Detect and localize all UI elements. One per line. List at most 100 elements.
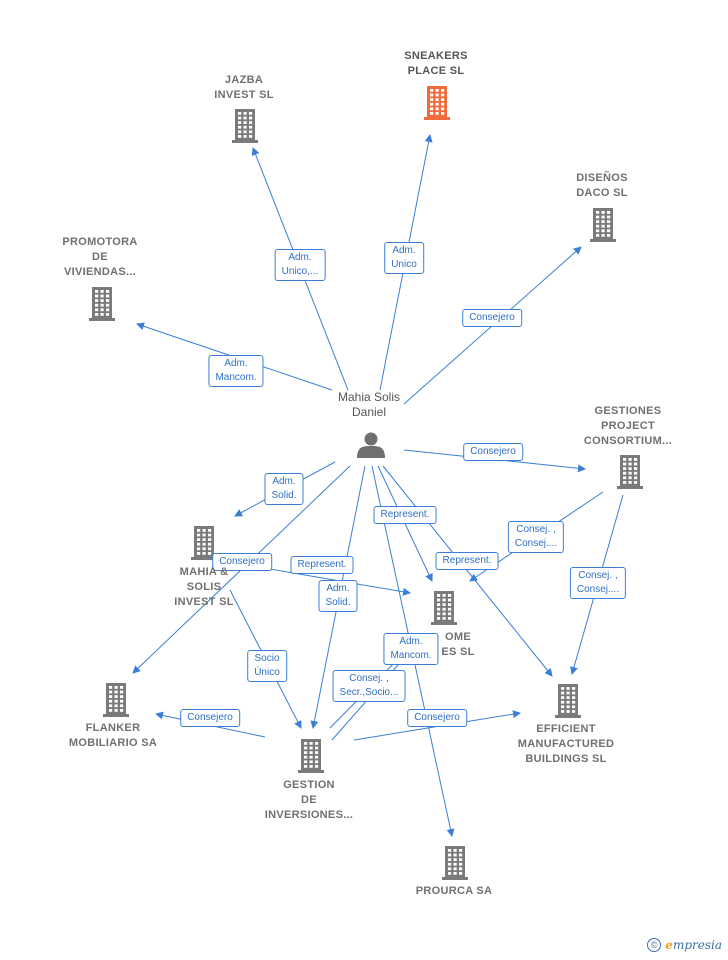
building-icon[interactable] <box>89 287 115 321</box>
node-label-line: GESTIONES <box>594 405 662 417</box>
node-label-line: DE <box>301 794 317 806</box>
node-label-line: DISEÑOS <box>576 172 628 184</box>
node-label-line: MOBILIARIO SA <box>68 737 158 749</box>
node-label-line: PROJECT <box>600 420 656 432</box>
node-label-line: MANUFACTURED <box>517 738 615 750</box>
edge-label-line: Consej.... <box>514 538 558 549</box>
building-icon[interactable] <box>103 683 129 717</box>
brand-logo: empresia <box>665 938 722 952</box>
node-label-line: DE <box>92 251 108 263</box>
node-label-line: OME <box>445 631 471 643</box>
edge-label-gestiones-to-efficient[interactable]: Consej. , Consej.... <box>569 567 627 599</box>
edge-label-mahiainvest-to-home[interactable]: Represent. <box>290 556 354 574</box>
edge-label-mahia-to-efficient[interactable]: Represent. <box>435 552 499 570</box>
edge-label-line: Represent. <box>442 555 492 566</box>
edge-label-mahia-to-promotora[interactable]: Adm. Mancom. <box>208 355 264 387</box>
node-label-line: SNEAKERS <box>404 50 468 62</box>
node-label-home[interactable]: OME ES SL <box>441 630 474 660</box>
node-label-line: JAZBA <box>224 74 264 86</box>
edge-label-line: Consejero <box>187 712 233 723</box>
building-icon[interactable] <box>617 455 643 489</box>
building-icon[interactable] <box>298 739 324 773</box>
node-label-line: ES SL <box>441 646 475 658</box>
edge-label-mahia-to-disenos[interactable]: Consejero <box>462 309 522 327</box>
edge-label-line: Adm. <box>224 358 248 369</box>
edge-mahia-to-efficient <box>382 465 553 677</box>
edge-label-mahia-to-gestiones[interactable]: Consejero <box>463 443 523 461</box>
node-label-line: Mahia Solis <box>337 390 401 404</box>
icons-layer <box>89 86 643 880</box>
edge-label-mahia-to-gestion[interactable]: Adm. Solid. <box>318 580 358 612</box>
person-icon[interactable] <box>357 432 385 459</box>
edge-label-line: Adm. <box>272 476 296 487</box>
edge-label-line: Solid. <box>271 490 297 501</box>
edge-label-line: Adm. <box>392 245 416 256</box>
node-label-line: SOLIS <box>186 581 222 593</box>
building-icon[interactable] <box>555 684 581 718</box>
edge-label-mahia-to-flanker[interactable]: Consejero <box>212 553 272 571</box>
building-icon-highlight[interactable] <box>424 86 450 120</box>
edge-label-line: Socio <box>254 653 280 664</box>
edge-label-mahia-to-mahiainvest[interactable]: Adm. Solid. <box>264 473 304 505</box>
node-label-line: VIVIENDAS... <box>63 266 137 278</box>
copyright-icon: © <box>647 938 662 952</box>
edge-label-gestion-to-home[interactable]: Consej. , Secr.,Socio... <box>332 670 406 702</box>
node-label-line: PLACE SL <box>407 65 465 77</box>
node-label-flanker[interactable]: FLANKER MOBILIARIO SA <box>69 721 157 751</box>
edge-label-line: Consej.... <box>576 584 620 595</box>
node-label-line: DACO SL <box>576 187 628 199</box>
node-label-promotora[interactable]: PROMOTORA DE VIVIENDAS... <box>62 235 137 280</box>
edge-label-gestion-to-flanker[interactable]: Consejero <box>180 709 240 727</box>
edge-label-line: Secr.,Socio... <box>339 687 399 698</box>
node-label-line: PROURCA SA <box>415 885 493 897</box>
node-label-line: CONSORTIUM... <box>583 435 673 447</box>
node-label-line: Daniel <box>351 405 387 419</box>
node-label-line: FLANKER <box>85 722 141 734</box>
building-icon[interactable] <box>431 591 457 625</box>
building-icon[interactable] <box>442 846 468 880</box>
edge-label-line: Consejero <box>469 312 515 323</box>
node-label-sneakers[interactable]: SNEAKERS PLACE SL <box>404 49 468 79</box>
edge-label-line: Consej. , <box>516 524 556 535</box>
node-label-line: INVEST SL <box>174 596 234 608</box>
edge-label-line: Consejero <box>219 556 265 567</box>
edge-label-line: Adm. <box>399 636 423 647</box>
node-label-line: PROMOTORA <box>62 236 138 248</box>
node-label-jazba[interactable]: JAZBA INVEST SL <box>214 73 274 103</box>
building-icon[interactable] <box>590 208 616 242</box>
node-label-line: BUILDINGS SL <box>525 753 607 765</box>
edge-label-mahia-to-home[interactable]: Represent. <box>373 506 437 524</box>
edge-label-gestion-to-prourca[interactable]: Adm. Mancom. <box>383 633 439 665</box>
edge-label-line: Único <box>254 667 280 678</box>
edge-label-gestiones-to-home[interactable]: Consej. , Consej.... <box>507 521 565 553</box>
edge-label-line: Mancom. <box>390 650 432 661</box>
node-label-efficient[interactable]: EFFICIENT MANUFACTURED BUILDINGS SL <box>518 722 614 767</box>
node-label-line: INVERSIONES... <box>264 809 354 821</box>
node-label-line: EFFICIENT <box>536 723 596 735</box>
node-label-line: MAHIA & <box>179 566 229 578</box>
edge-label-line: Unico <box>391 259 417 270</box>
building-icon[interactable] <box>232 109 258 143</box>
edge-label-line: Solid. <box>325 597 351 608</box>
edge-label-line: Consej. , <box>349 673 389 684</box>
edge-label-line: Represent. <box>297 559 347 570</box>
node-label-prourca[interactable]: PROURCA SA <box>416 884 493 899</box>
edge-label-line: Adm. <box>288 252 312 263</box>
edge-label-line: Adm. <box>326 583 350 594</box>
edge-label-mahia-to-jazba[interactable]: Adm.Unico,... <box>274 249 326 281</box>
node-label-gestiones[interactable]: GESTIONES PROJECT CONSORTIUM... <box>584 404 672 449</box>
building-icon[interactable] <box>191 526 217 560</box>
edge-label-gestion-to-efficient[interactable]: Consejero <box>407 709 467 727</box>
edge-label-line: Consej. , <box>578 570 618 581</box>
footer-brand[interactable]: © empresia <box>647 938 722 952</box>
node-label-mahiainvest[interactable]: MAHIA & SOLIS INVEST SL <box>174 565 234 610</box>
edge-label-mahia-to-sneakers[interactable]: Adm. Unico <box>384 242 424 274</box>
node-label-line: INVEST SL <box>214 89 274 101</box>
node-label-disenos[interactable]: DISEÑOS DACO SL <box>576 171 628 201</box>
edge-label-line: Consejero <box>470 446 516 457</box>
edge-label-line: Mancom. <box>215 372 257 383</box>
